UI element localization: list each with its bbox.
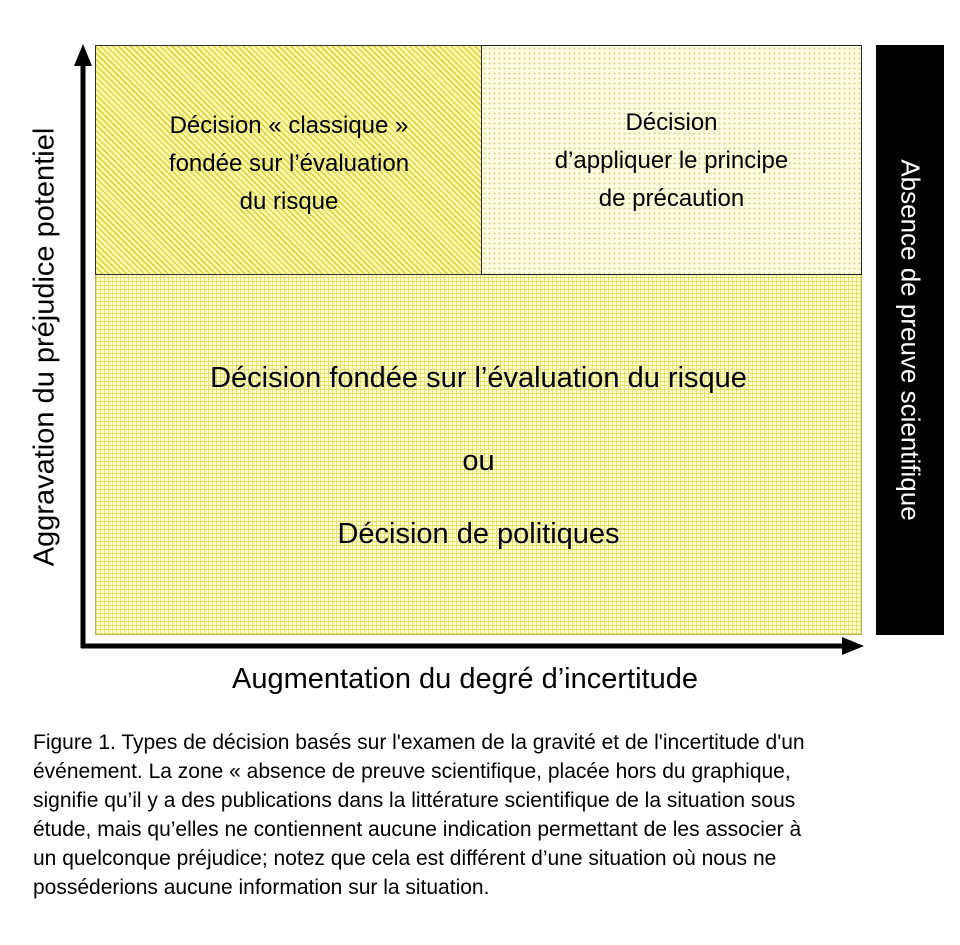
classic-decision-line-3: du risque: [239, 188, 339, 215]
classic-decision-text: Décision « classique » fondée sur l’éval…: [95, 107, 483, 221]
classic-decision-line-1: Décision « classique »: [169, 112, 409, 139]
precaution-line-3: de précaution: [598, 185, 745, 212]
caption-line-4: étude, mais qu’elles ne contiennent aucu…: [33, 818, 802, 841]
x-axis-label: Augmentation du degré d’incertitude: [232, 663, 698, 695]
x-axis-arrowhead: [842, 637, 864, 655]
precaution-decision-text: Décision d’appliquer le principe de préc…: [481, 104, 862, 218]
quadrant-risk-or-policy: [95, 273, 862, 635]
y-axis-arrowhead: [74, 44, 92, 66]
quadrant-classic-decision: [95, 45, 483, 275]
caption-line-3: signifie qu’il y a des publications dans…: [33, 789, 796, 812]
caption-line-6: posséderions aucune information sur la s…: [33, 876, 490, 899]
figure-caption: Figure 1. Types de décision basés sur l'…: [33, 728, 933, 902]
no-scientific-evidence-band: Absence de preuve scientifique: [876, 45, 944, 635]
or-label: ou: [462, 445, 495, 477]
quadrant-precaution-decision: [481, 45, 862, 275]
y-axis-label: Aggravation du préjudice potentiel: [28, 127, 61, 567]
precaution-line-2: d’appliquer le principe: [554, 147, 789, 174]
caption-line-5: un quelconque préjudice; notez que cela …: [33, 847, 777, 870]
risk-assessment-decision-label: Décision fondée sur l’évaluation du risq…: [210, 362, 747, 394]
classic-decision-line-2: fondée sur l’évaluation: [168, 150, 410, 177]
caption-line-1: Figure 1. Types de décision basés sur l'…: [33, 731, 805, 754]
caption-line-2: événement. La zone « absence de preuve s…: [33, 760, 791, 783]
policy-decision-label: Décision de politiques: [337, 518, 620, 550]
precaution-line-1: Décision: [625, 109, 718, 136]
